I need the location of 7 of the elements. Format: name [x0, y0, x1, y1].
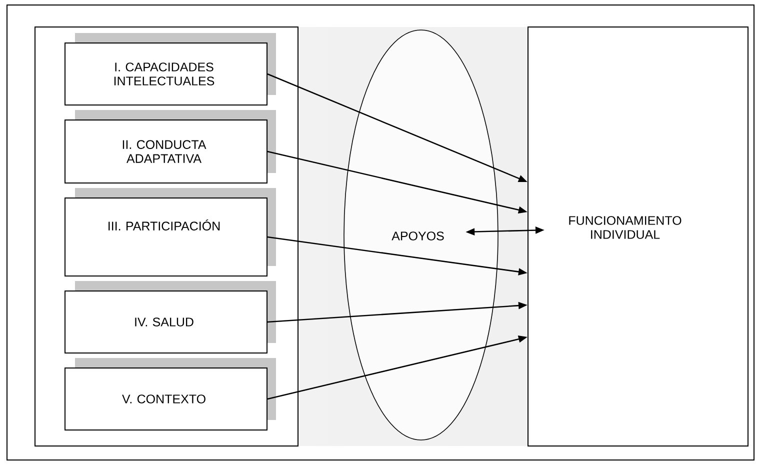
- dimension-box: V. CONTEXTO: [64, 368, 268, 430]
- dimension-box: III. PARTICIPACIÓN: [64, 198, 268, 276]
- ellipse-label: APOYOS: [392, 232, 444, 240]
- result-box: FUNCIONAMIENTO INDIVIDUAL: [528, 26, 748, 446]
- dimension-box: II. CONDUCTA ADAPTATIVA: [64, 120, 268, 184]
- dimension-box: I. CAPACIDADES INTELECTUALES: [64, 42, 268, 106]
- dimension-box: IV. SALUD: [64, 290, 268, 354]
